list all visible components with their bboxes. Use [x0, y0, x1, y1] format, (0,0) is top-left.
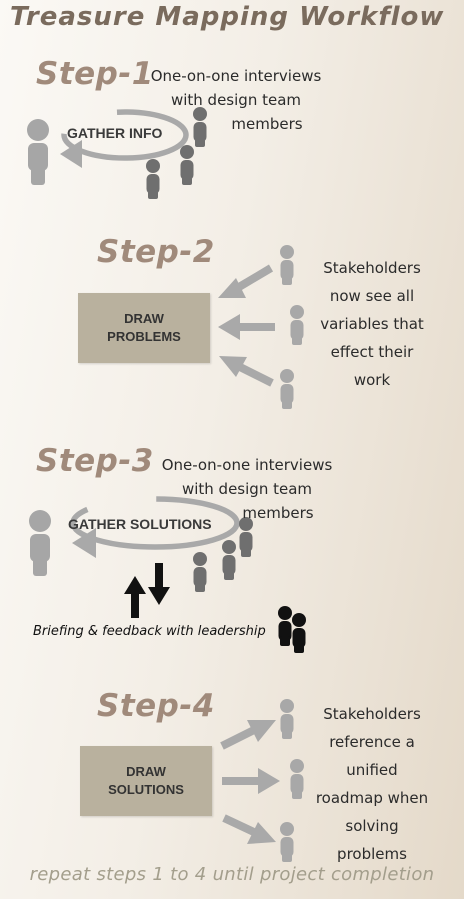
- step-4-label: Step-4: [97, 688, 215, 724]
- step-2-stakeholder-icon: [290, 305, 304, 345]
- step-1-team-person-icon: [193, 107, 207, 147]
- step-2-note-line: Stakeholders: [323, 259, 421, 277]
- leadership-people-icon: [278, 606, 306, 653]
- step-2-stakeholder-icon: [280, 245, 294, 285]
- box-line: DRAW: [124, 311, 164, 326]
- step-4-note: Stakeholders reference a unified roadmap…: [304, 700, 440, 868]
- step-1-team-person-icon: [180, 145, 194, 185]
- step-2-note-line: effect their: [330, 343, 414, 361]
- draw-problems-box: DRAW PROBLEMS: [78, 293, 210, 363]
- step-3-team-person-icon: [193, 552, 207, 592]
- draw-solutions-box: DRAW SOLUTIONS: [80, 746, 212, 816]
- step-4-arrow-icon: [222, 768, 280, 794]
- step-2-label: Step-2: [97, 234, 215, 270]
- footer-note: repeat steps 1 to 4 until project comple…: [29, 864, 435, 885]
- box-line: PROBLEMS: [107, 329, 181, 344]
- step-3-note-line: with design team: [181, 480, 313, 498]
- step-3-loop-label: GATHER SOLUTIONS: [68, 516, 212, 532]
- step-3-person-large-icon: [29, 510, 51, 576]
- box-line: SOLUTIONS: [108, 782, 184, 797]
- step-4-stakeholder-icon: [280, 822, 294, 862]
- step-2-arrow-icon: [218, 314, 275, 340]
- step-1-team-person-icon: [146, 159, 160, 199]
- step-4-note-line: roadmap when: [315, 789, 429, 807]
- step-1-note-line: One-on-one interviews: [150, 67, 322, 85]
- step-4-stakeholder-icon: [280, 699, 294, 739]
- diagram-title: Treasure Mapping Workflow: [10, 2, 445, 32]
- step-4-stakeholder-icon: [290, 759, 304, 799]
- step-4-note-line: reference a: [329, 733, 415, 751]
- step-2-stakeholder-icon: [280, 369, 294, 409]
- step-3-team-person-icon: [222, 540, 236, 580]
- box-line: DRAW: [126, 764, 166, 779]
- step-2-arrow-icon: [218, 264, 274, 298]
- step-4-note-line: unified: [346, 761, 398, 779]
- step-3-note: One-on-one interviews with design team m…: [147, 453, 347, 525]
- step-2-note-line: work: [353, 371, 391, 389]
- step-2-note-line: now see all: [329, 287, 415, 305]
- step-1-loop-label: GATHER INFO: [67, 125, 163, 141]
- step-2-note-line: variables that: [320, 315, 424, 333]
- step-4-note-line: problems: [337, 845, 407, 863]
- step-3-loop-arrow-icon: [70, 496, 240, 558]
- step-1-person-large-icon: [27, 119, 49, 185]
- step-2-note: Stakeholders now see all variables that …: [304, 254, 440, 394]
- step-3-note-line: One-on-one interviews: [161, 456, 333, 474]
- up-down-arrows-icon: [124, 563, 170, 618]
- step-4-note-line: solving: [345, 817, 399, 835]
- step-1-note-line: members: [231, 115, 303, 133]
- briefing-label: Briefing & feedback with leadership: [33, 624, 266, 639]
- step-1-note: One-on-one interviews with design team m…: [136, 64, 336, 136]
- step-4-arrow-icon: [220, 720, 276, 750]
- step-2-arrow-icon: [219, 356, 274, 387]
- step-1-loop-arrow-icon: [60, 109, 189, 168]
- step-3-note-line: members: [242, 504, 314, 522]
- step-4-arrow-icon: [222, 814, 276, 844]
- step-1-label: Step-1: [36, 56, 154, 92]
- step-4-note-line: Stakeholders: [323, 705, 421, 723]
- step-3-label: Step-3: [36, 443, 154, 479]
- step-1-note-line: with design team: [170, 91, 302, 109]
